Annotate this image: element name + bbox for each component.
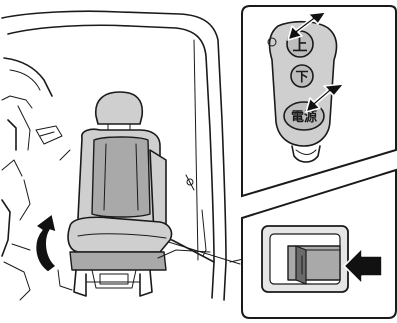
power-button-label: 電源: [291, 109, 317, 125]
rotate-arrow-icon: [36, 214, 56, 272]
swivel-seat: [58, 92, 210, 296]
down-button[interactable]: 下: [291, 65, 313, 87]
rocker-switch[interactable]: [262, 226, 348, 292]
down-button-label: 下: [295, 70, 308, 85]
vehicle-interior: [2, 58, 70, 300]
inset-panel-switch: [242, 170, 396, 318]
inset-panel-remote: 上 下 電源: [242, 6, 396, 196]
